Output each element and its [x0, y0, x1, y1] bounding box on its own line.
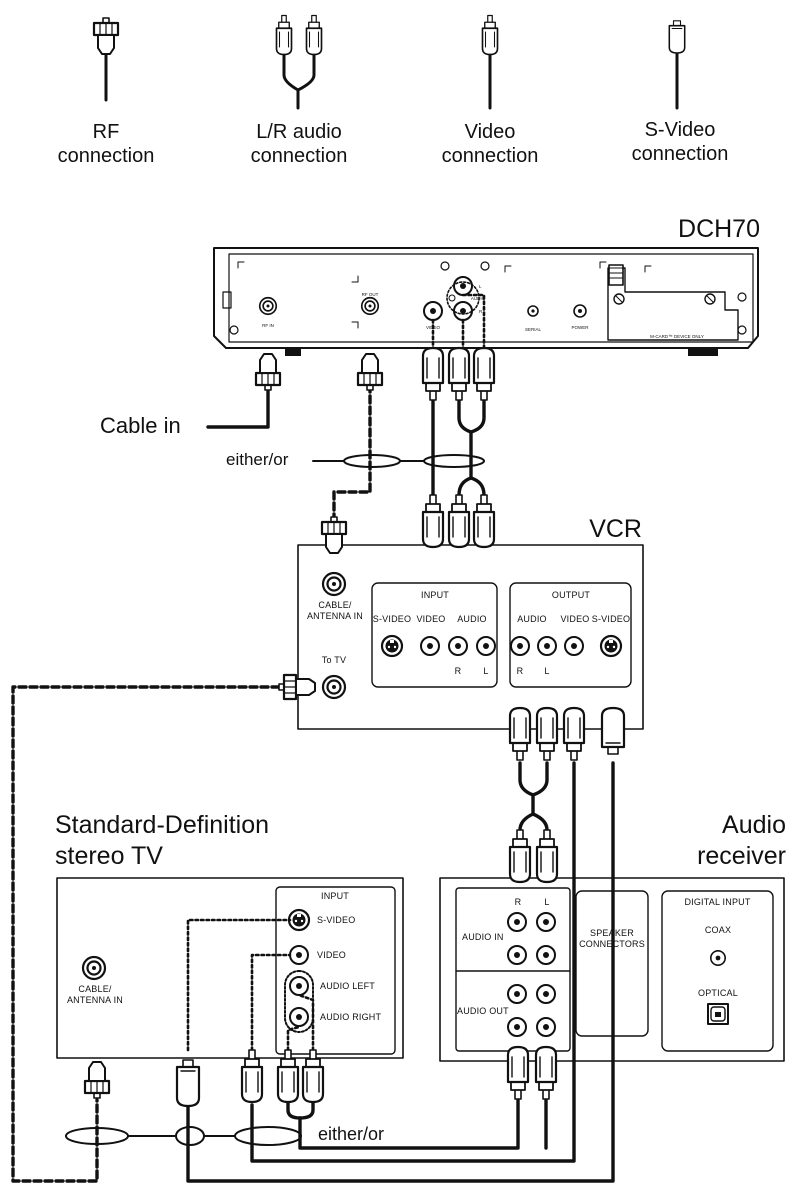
dch70-audio-label: AUDIO — [471, 296, 486, 301]
vcr-to-tv-label: To TV — [321, 655, 347, 665]
receiver-speaker-line2: CONNECTORS — [579, 938, 645, 949]
dch70-title: DCH70 — [678, 215, 760, 243]
vcr-cable-in-line2: ANTENNA IN — [306, 610, 363, 621]
legend-svideo-plug-icon — [668, 20, 686, 110]
cable-in-label: Cable in — [100, 413, 181, 438]
legend-video-label: Video connection — [405, 120, 575, 168]
vcr-output-r-label: R — [516, 666, 524, 676]
receiver-digital-title: DIGITAL INPUT — [684, 897, 751, 907]
dch70-l-label: L — [479, 284, 482, 289]
tv-title-line1: Standard-Definition — [55, 811, 270, 839]
tv-title: Standard-Definition stereo TV — [55, 810, 315, 873]
receiver-audio-out-label: AUDIO OUT — [457, 1006, 509, 1016]
tv-input-title: INPUT — [321, 891, 349, 901]
vcr-cable-in-label: CABLE/ ANTENNA IN — [302, 600, 368, 622]
vcr-output-audio-label: AUDIO — [517, 614, 547, 624]
tv-title-line2: stereo TV — [55, 842, 163, 871]
vcr-input-video-label: VIDEO — [416, 614, 446, 624]
vcr-output-title: OUTPUT — [551, 590, 591, 600]
either-or-top-label: either/or — [226, 450, 289, 469]
legend-lr-title: L/R audio — [256, 121, 342, 143]
legend-video-title: Video — [464, 121, 516, 143]
vcr-box — [297, 544, 644, 730]
vcr-title: VCR — [589, 515, 642, 543]
dch70-mcard-label: M-CARD™ DEVICE ONLY — [650, 334, 704, 339]
legend-svideo-label: S-Video connection — [595, 118, 765, 166]
legend-lr-audio-plug-icon — [275, 14, 323, 110]
legend-lr-label: L/R audio connection — [214, 120, 384, 168]
dch70-power-label: POWER — [571, 325, 589, 330]
receiver-coax-label: COAX — [704, 925, 732, 935]
dch70-rf-in-label: RF IN — [262, 323, 274, 328]
vcr-input-r-label: R — [454, 666, 462, 676]
receiver-audio-in-label: AUDIO IN — [462, 932, 504, 942]
receiver-title: Audio receiver — [660, 810, 786, 873]
receiver-title-line1: Audio — [722, 811, 786, 839]
tv-audio-right-label: AUDIO RIGHT — [320, 1012, 382, 1022]
receiver-title-line2: receiver — [697, 842, 786, 871]
tv-cable-in-line2: ANTENNA IN — [66, 994, 123, 1005]
receiver-optical-label: OPTICAL — [698, 988, 738, 998]
dch70-r-label: R — [479, 309, 483, 314]
vcr-input-title: INPUT — [421, 590, 449, 600]
vcr-input-svideo-label: S-VIDEO — [372, 614, 412, 624]
legend-svideo-sub: connection — [631, 143, 729, 165]
receiver-speaker-line1: SPEAKER — [590, 928, 634, 938]
cables — [11, 293, 615, 1183]
tv-cable-in-label: CABLE/ ANTENNA IN — [60, 984, 130, 1006]
receiver-l-label: L — [544, 897, 550, 907]
tv-box — [56, 877, 404, 1059]
tv-video-label: VIDEO — [317, 950, 347, 960]
legend-lr-sub: connection — [250, 145, 348, 167]
legend-video-sub: connection — [441, 145, 539, 167]
legend-rf-plug-icon — [92, 16, 120, 102]
vcr-input-l-label: L — [483, 666, 489, 676]
vcr-cable-in-line1: CABLE/ — [318, 600, 352, 610]
legend-rf-label: RF connection — [21, 120, 191, 168]
vcr-input-audio-label: AUDIO — [457, 614, 487, 624]
dch70-serial-label: SERIAL — [525, 327, 542, 332]
receiver-r-label: R — [514, 897, 522, 907]
receiver-speaker-label: SPEAKER CONNECTORS — [577, 928, 647, 950]
tv-cable-in-line1: CABLE/ — [78, 984, 112, 994]
legend-video-plug-icon — [481, 14, 499, 110]
either-or-bottom-label: either/or — [318, 1124, 385, 1144]
legend-svideo-title: S-Video — [644, 119, 716, 141]
vcr-output-svideo-label: S-VIDEO — [591, 614, 631, 624]
tv-svideo-label: S-VIDEO — [317, 915, 356, 925]
dch70-box: RF IN RF OUT VIDEO AUDIO L R SERIAL POWE… — [213, 247, 759, 356]
vcr-output-l-label: L — [544, 666, 550, 676]
tv-audio-left-label: AUDIO LEFT — [320, 981, 376, 991]
dch70-rf-out-label: RF OUT — [362, 292, 379, 297]
legend-rf-sub: connection — [57, 145, 155, 167]
vcr-output-video-label: VIDEO — [560, 614, 590, 624]
legend-rf-title: RF — [92, 121, 120, 143]
